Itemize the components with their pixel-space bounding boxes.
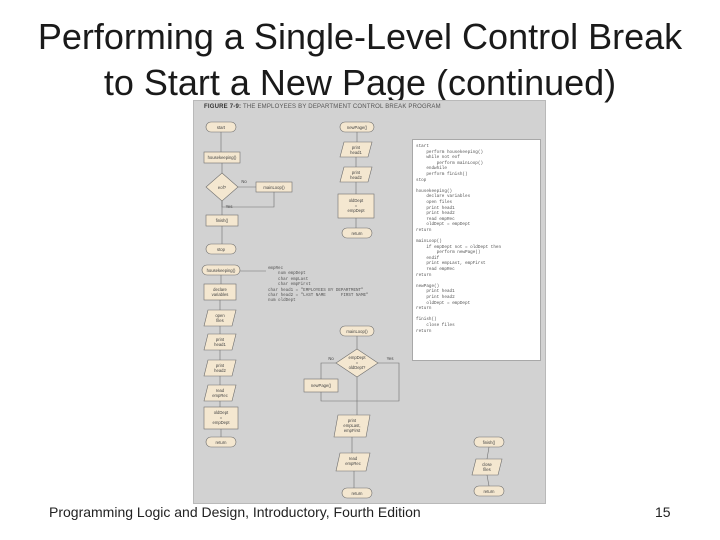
- declare-label-2: variables: [212, 292, 229, 297]
- slide-page-number: 15: [655, 504, 671, 520]
- pseudocode-text: start perform housekeeping() while not e…: [416, 144, 502, 334]
- decision-label-3: oldDept?: [349, 365, 366, 370]
- flowchart-figure: FIGURE 7-9: THE EMPLOYEES BY DEPARTMENT …: [193, 100, 546, 504]
- print2-label-1: print: [216, 363, 225, 368]
- open-label-2: files: [216, 318, 223, 323]
- finish-title-label: finish(): [483, 440, 496, 445]
- newpage-print-head2: [339, 166, 373, 183]
- slide-title-line-1: Performing a Single-Level Control Break: [37, 16, 683, 57]
- print-head2-box: [203, 359, 237, 377]
- figure-caption: FIGURE 7-9: THE EMPLOYEES BY DEPARTMENT …: [204, 104, 441, 110]
- finish-call-label: finish(): [216, 218, 229, 223]
- newpage-return: [341, 227, 373, 239]
- eof-yes-label: Yes: [226, 204, 233, 209]
- open-files-box: [203, 309, 237, 327]
- pseudocode-panel: start perform housekeeping() while not e…: [412, 139, 541, 361]
- assign-label-1: oldDept: [214, 410, 229, 415]
- open-label-1: open: [215, 313, 225, 318]
- mainloop-return-label: return: [352, 491, 364, 496]
- finish-return-label: return: [484, 489, 496, 494]
- eof-no-label: No: [241, 179, 247, 184]
- decision-label-2: =: [356, 360, 359, 365]
- mainloop-title-label: mainLoop(): [346, 329, 368, 334]
- eof-label: eof?: [218, 185, 227, 190]
- declarations-text: empRec num empDept char empLast char emp…: [268, 267, 369, 304]
- housekeeping-return-label: return: [216, 440, 228, 445]
- ml-print-label-3: empFirst: [344, 428, 361, 433]
- close-label-2: files: [483, 467, 490, 472]
- figure-caption-text: THE EMPLOYEES BY DEPARTMENT CONTROL BREA…: [241, 104, 441, 110]
- newpage-print-head1: [339, 141, 373, 158]
- declare-label-1: declare: [213, 287, 227, 292]
- read-emprec-box: [203, 384, 237, 402]
- close-label-1: close: [482, 462, 492, 467]
- np-print1-label-2: head1: [350, 150, 362, 155]
- housekeeping-title-label: housekeeping(): [207, 268, 236, 273]
- newpage-call-label: newPage(): [311, 383, 332, 388]
- start-label: start: [217, 125, 226, 130]
- declarations-annotation: empRec num empDept char empLast char emp…: [266, 265, 390, 315]
- stop-terminal: [205, 243, 237, 255]
- decision-yes-label: Yes: [387, 356, 394, 361]
- ml-read-label-2: empRec: [345, 461, 361, 466]
- decision-no-label: No: [328, 356, 334, 361]
- mainloop-return: [341, 487, 373, 499]
- figure-number: FIGURE 7-9:: [204, 104, 242, 110]
- ml-print-label-2: empLast,: [343, 423, 360, 428]
- np-assign-label-1: oldDept: [349, 198, 364, 203]
- np-print2-label-2: head2: [350, 175, 362, 180]
- mainloop-call-label: mainLoop(): [263, 185, 285, 190]
- assign-label-2: =: [220, 415, 223, 420]
- ml-read-label-1: read: [349, 456, 358, 461]
- flowchart-diagram: start housekeeping() eof? No Yes mainLoo…: [201, 121, 505, 499]
- print2-label-2: head2: [214, 368, 226, 373]
- mainloop-print-box: [333, 414, 371, 438]
- assign-label-3: empDept: [213, 420, 231, 425]
- newpage-title-label: newPage(): [347, 125, 368, 130]
- housekeeping-call-label: housekeeping(): [208, 155, 237, 160]
- np-assign-label-3: empDept: [348, 208, 366, 213]
- print1-label-2: head1: [214, 342, 226, 347]
- ml-print-label-1: print: [348, 418, 357, 423]
- stop-label: stop: [217, 247, 226, 252]
- slide-title-line-2: to Start a New Page (continued): [103, 62, 617, 103]
- np-print1-label-1: print: [352, 145, 361, 150]
- mainloop-read-box: [335, 452, 371, 472]
- close-files-box: [471, 458, 503, 476]
- footer-book-title: Programming Logic and Design, Introducto…: [49, 504, 421, 520]
- slide-title: Performing a Single-Level Control Break …: [0, 14, 720, 106]
- print1-label-1: print: [216, 337, 225, 342]
- read-label-1: read: [216, 388, 225, 393]
- print-head1-box: [203, 333, 237, 351]
- np-assign-label-2: =: [355, 203, 358, 208]
- newpage-return-label: return: [352, 231, 364, 236]
- read-label-2: empRec: [212, 393, 228, 398]
- decision-label-1: empDept: [349, 355, 367, 360]
- np-print2-label-1: print: [352, 170, 361, 175]
